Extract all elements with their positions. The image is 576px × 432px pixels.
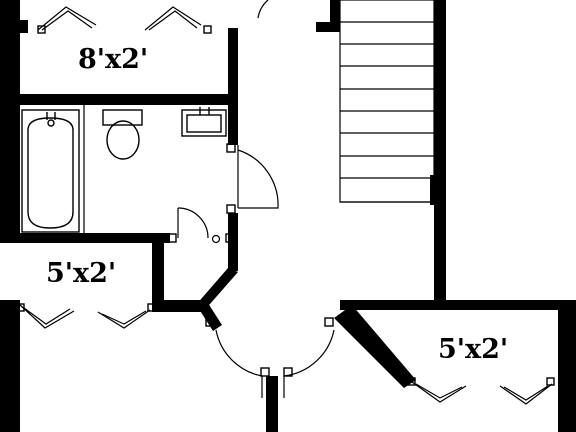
bifold-doors-right — [407, 377, 555, 405]
wall-right-vertical — [434, 0, 446, 310]
wall-bottom-center — [266, 376, 278, 432]
staircase — [339, 0, 436, 205]
bifold-doors-top — [37, 6, 212, 34]
wall-top-closet-right — [228, 28, 238, 145]
wall-top-closet-bottom — [0, 94, 236, 105]
wall-diagonal-door-left — [197, 300, 222, 331]
wall-stair-left — [330, 0, 340, 32]
stair-rail-post — [430, 175, 436, 205]
wall-right-closet-diagonal — [334, 305, 416, 388]
closet-right-label: 5'x2' — [438, 334, 508, 365]
toilet — [102, 109, 143, 160]
bifold-doors-left — [16, 303, 156, 329]
stair-outline — [339, 0, 435, 203]
wall-top-closet-left-post — [18, 20, 28, 33]
wall-bath-bottom — [0, 233, 170, 243]
closet-left-label: 5'x2' — [46, 258, 116, 289]
wall-left-closet-bottom — [152, 300, 202, 312]
doors — [167, 0, 335, 398]
wall-left-closet-right — [152, 233, 164, 309]
sink — [181, 107, 227, 137]
wall-left-outer-bottom — [0, 300, 20, 432]
wall-stair-left-cap — [316, 22, 340, 32]
wall-right-closet-top — [340, 300, 576, 310]
thin-walls — [83, 105, 239, 238]
closet-top-label: 8'x2' — [78, 44, 148, 75]
bathtub — [21, 109, 80, 233]
wall-right-outer — [558, 300, 576, 432]
wall-left-outer-top — [0, 0, 20, 240]
